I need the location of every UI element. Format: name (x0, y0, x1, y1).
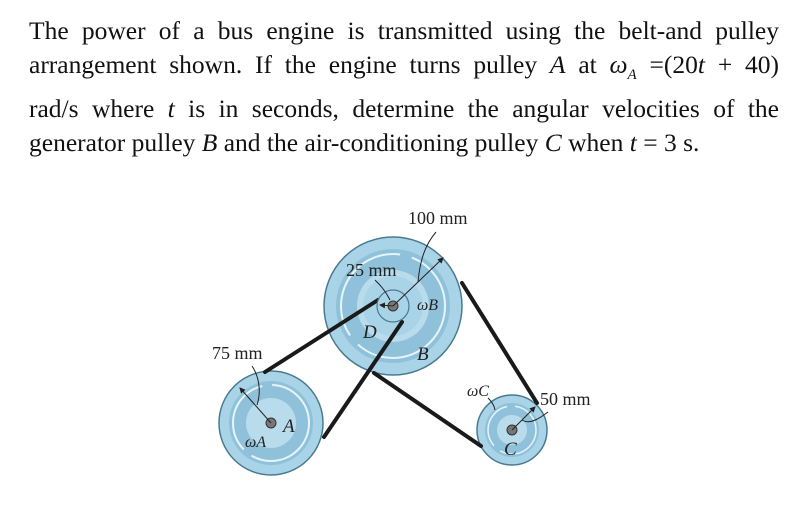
label-omega-c: ωC (467, 383, 489, 400)
problem-statement: The power of a bus engine is transmitted… (29, 14, 779, 160)
label-r-c: 50 mm (540, 389, 591, 409)
label-r-a: 75 mm (212, 343, 263, 363)
problem-line: generator pulley B and the air-condition… (29, 128, 700, 158)
problem-line: arrangement shown. If the engine turns p… (29, 50, 779, 84)
label-r-b: 100 mm (408, 208, 468, 228)
label-a: A (281, 416, 295, 437)
label-omega-a: ωA (245, 434, 266, 451)
problem-line: rad/s where t is in seconds, determine t… (29, 94, 779, 124)
label-c: C (504, 439, 517, 460)
dimension-arrows (239, 231, 549, 431)
label-r-d: 25 mm (346, 260, 397, 280)
label-omega-b: ωB (417, 297, 438, 314)
label-d: D (362, 322, 377, 343)
belts (263, 281, 539, 448)
label-b: B (417, 344, 429, 365)
problem-line: The power of a bus engine is transmitted… (29, 16, 779, 45)
